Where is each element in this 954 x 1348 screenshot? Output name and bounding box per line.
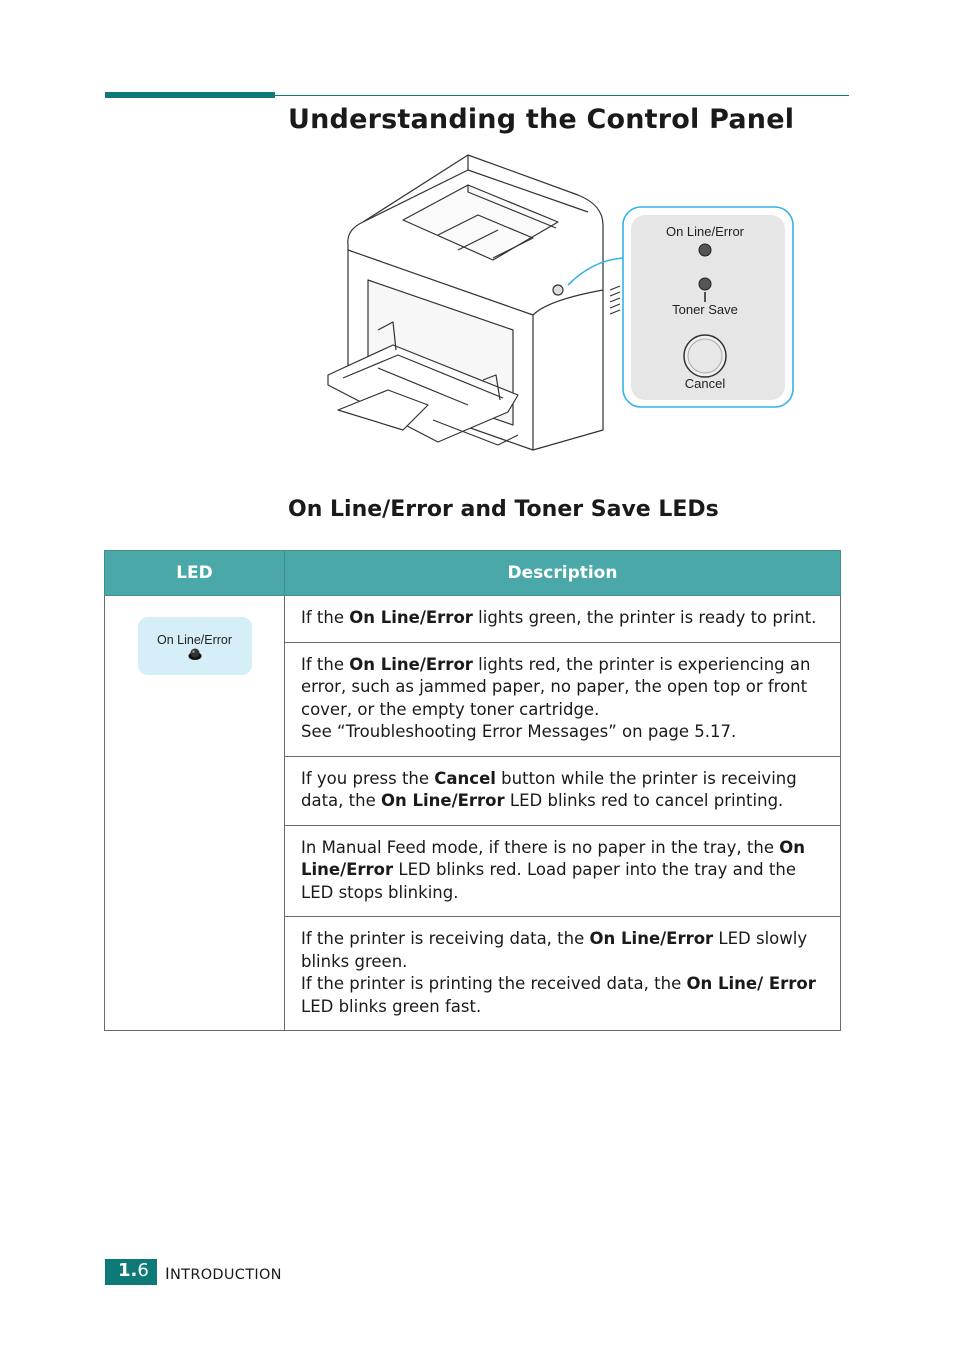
footer-section-rest: NTRODUCTION [170,1267,282,1283]
table-header-row: LED Description [104,550,841,596]
description-bold-text: On Line/Error [380,791,505,810]
description-bold-text: On Line/Error [589,929,714,948]
footer-chapter: 1. [118,1260,138,1281]
printer-illustration: On Line/Error Toner Save Cancel [327,154,794,451]
table-row: If the On Line/Error lights red, the pri… [105,641,841,757]
description-bold-text: On Line/Error [301,837,805,880]
footer-page-box [105,1259,157,1285]
description-text: If you press the [301,768,435,788]
description-text: LED blinks green fast. [301,996,482,1016]
description-cell: If the printer is receiving data, the On… [284,916,841,1031]
description-cell: In Manual Feed mode, if there is no pape… [284,824,841,917]
description-text: If the [301,654,350,674]
description-text: LED blinks red. Load paper into the tray… [301,860,796,902]
table-row: If the printer is receiving data, the On… [105,916,841,1031]
panel-label-cancel: Cancel [685,376,726,391]
header-rule-thick [105,92,275,98]
led-icon [188,648,201,660]
description-text: lights green, the printer is ready to pr… [472,608,817,627]
description-bold-text: On Line/Error [349,608,473,627]
footer-section-first: I [165,1264,171,1283]
section-title: On Line/Error and Toner Save LEDs [288,497,719,522]
description-cell: If the On Line/Error lights green, the p… [284,595,841,643]
description-cell: If the On Line/Error lights red, the pri… [284,641,841,757]
online-error-led-icon [698,243,712,257]
description-bold-text: On Line/Error [349,654,473,674]
online-error-led-badge: On Line/Error [137,617,252,675]
description-bold-text: On Line/ Error [686,974,816,993]
description-text: LED blinks red to cancel printing. [504,791,784,810]
led-cell: On Line/Error [104,595,285,1031]
table-row: On Line/Error If the On Line/Error light… [104,595,841,1031]
page-title: Understanding the Control Panel [288,104,795,135]
description-bold-text: Cancel [434,768,496,788]
description-text: button while the printer is receiving da… [301,768,797,811]
description-text: If the printer is printing the received … [301,974,687,993]
panel-label-online-error: On Line/Error [666,224,745,239]
toner-save-led-icon [698,277,712,291]
table-header-led: LED [104,550,285,596]
table-row: If you press the Cancel button while the… [105,755,841,826]
description-text: If the printer is receiving data, the [301,929,590,948]
footer-section-label: INTRODUCTION [165,1264,282,1283]
description-text: LED slowly blinks green. [301,929,808,971]
description-text: lights red, the printer is experiencing … [301,654,811,719]
description-text: See “Troubleshooting Error Messages” on … [301,722,737,741]
table-header-description: Description [284,550,841,596]
panel-label-toner-save: Toner Save [672,302,738,317]
footer-page-number: 1.6 [118,1260,149,1281]
table-row: In Manual Feed mode, if there is no pape… [105,824,841,917]
description-text: In Manual Feed mode, if there is no pape… [301,837,780,857]
description-cell: If you press the Cancel button while the… [284,755,841,826]
led-badge-label: On Line/Error [156,633,233,647]
led-table: LED Description On Line/Error If the On … [104,550,841,1031]
description-text: If the [301,608,350,627]
header-rule-thin [275,95,849,96]
footer-page: 6 [137,1260,149,1281]
